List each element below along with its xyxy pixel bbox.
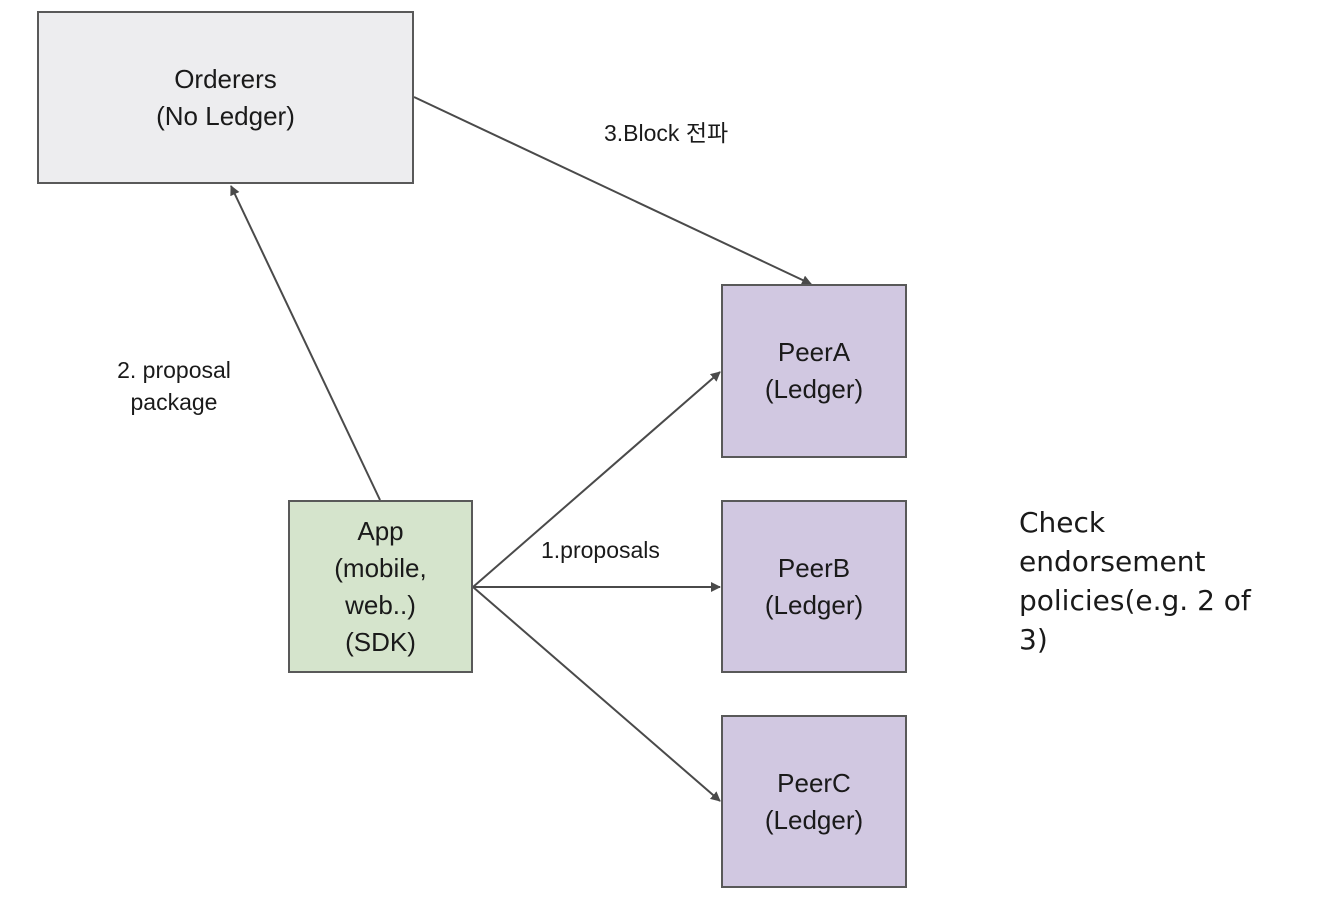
app-node: App (mobile, web..) (SDK) — [288, 500, 473, 673]
block-edge-label: 3.Block 전파 — [604, 120, 729, 146]
app-line-3: web..) — [345, 589, 416, 620]
peer-c-node: PeerC (Ledger) — [721, 715, 907, 888]
app-line-2: (mobile, — [334, 552, 427, 583]
orderers-node: Orderers (No Ledger) — [37, 11, 414, 184]
endorsement-note: Check endorsement policies(e.g. 2 of 3) — [1019, 506, 1251, 656]
orderers-subtitle: (No Ledger) — [156, 100, 295, 131]
peer-a-title: PeerA — [777, 337, 851, 367]
peer-c-subtitle: (Ledger) — [764, 804, 864, 835]
peer-c-title: PeerC — [777, 767, 851, 798]
arrow-app-to-peer-c — [472, 586, 721, 802]
arrow-app-to-orderers — [230, 185, 381, 501]
orderers-title: Orderers — [174, 63, 277, 94]
peer-b-title: PeerB — [777, 552, 851, 583]
proposals-edge-label: 1.proposals — [541, 537, 660, 563]
peer-b-node: PeerB (Ledger) — [721, 500, 907, 673]
arrow-app-to-peer-a — [472, 371, 721, 588]
peer-b-subtitle: (Ledger) — [764, 589, 864, 620]
proposal-package-edge-label: 2. proposal package — [80, 354, 268, 418]
app-line-4: (SDK) — [345, 626, 416, 657]
peer-a-node: PeerA (Ledger) — [721, 284, 907, 458]
peer-a-subtitle: (Ledger) — [764, 374, 864, 404]
proposal-package-line-1: 2. proposal — [117, 357, 231, 383]
proposal-package-line-2: package — [130, 389, 218, 415]
app-title: App — [357, 515, 404, 546]
arrow-orderers-to-peer-a — [413, 96, 812, 285]
